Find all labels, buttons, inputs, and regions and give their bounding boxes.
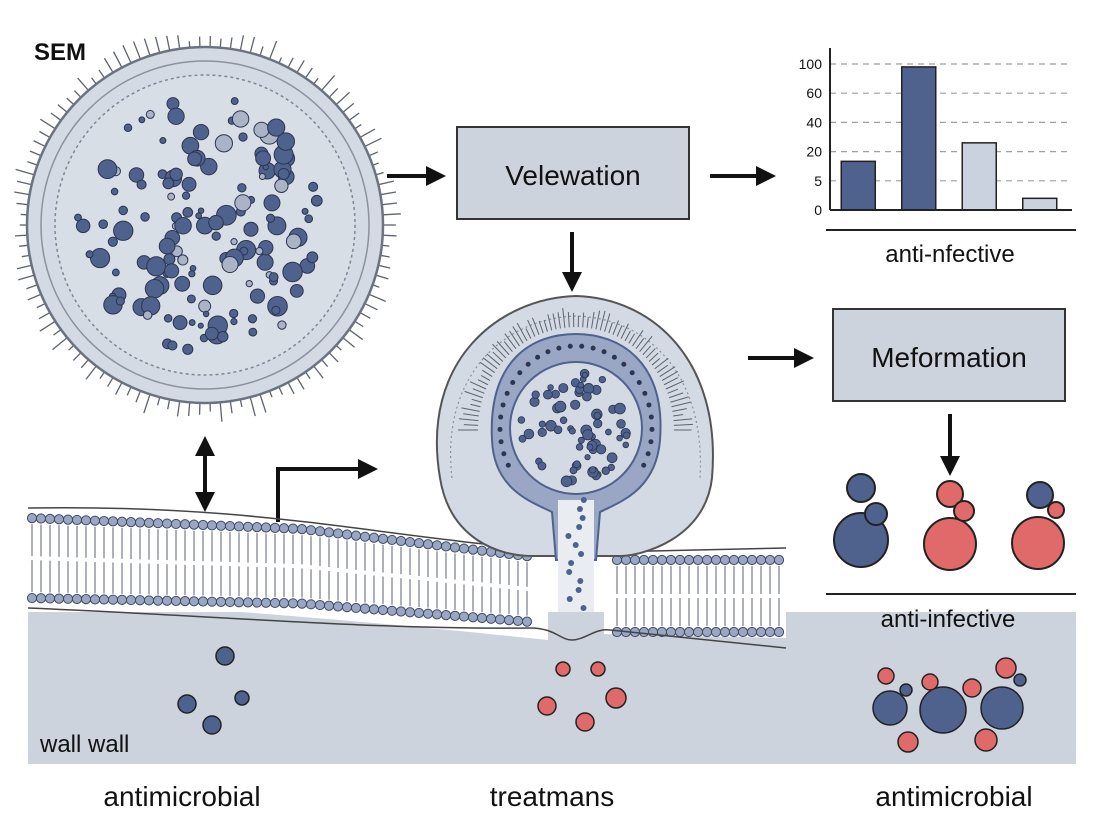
left-particles xyxy=(177,646,250,735)
vesicle-contents xyxy=(497,343,655,611)
chart-bar xyxy=(961,142,997,211)
chart-ytick-label: 100 xyxy=(799,56,823,72)
sem-cell xyxy=(14,35,401,422)
center-particles xyxy=(537,661,627,732)
chart-ytick-label: 20 xyxy=(806,144,822,160)
bar-chart: 0 5 20 40 60 100 anti-nfective xyxy=(799,48,1076,268)
chart-ytick-label: 40 xyxy=(806,114,822,130)
chart-caption: anti-nfective xyxy=(885,241,1014,268)
molecule-coral xyxy=(923,480,977,571)
molecule-group: anti-infective xyxy=(826,473,1076,633)
chart-ytick-label: 0 xyxy=(814,202,822,218)
right-particles xyxy=(872,657,1027,753)
molecule-mixed xyxy=(1011,481,1065,570)
meformation-box: Meformation xyxy=(832,308,1066,402)
cell-vesicles xyxy=(74,97,323,355)
chart-bar xyxy=(840,160,876,211)
extracellular-panel xyxy=(28,612,1076,764)
elbow-arrow xyxy=(276,459,378,522)
molecules-caption: anti-infective xyxy=(881,606,1016,633)
caption-treatmans: treatmans xyxy=(490,781,615,812)
chart-bar xyxy=(1022,197,1058,211)
chart-yticks: 0 5 20 40 60 100 xyxy=(799,56,823,218)
sem-label: SEM xyxy=(34,39,86,66)
meformation-label: Meformation xyxy=(871,342,1027,373)
wall-label: wall wall xyxy=(39,731,129,758)
vesicle-fringe xyxy=(458,307,693,431)
lipid-bilayer xyxy=(26,506,787,649)
molecule-navy xyxy=(833,473,889,568)
caption-antimicrobial-right: antimicrobial xyxy=(875,781,1032,812)
velewation-label: Velewation xyxy=(505,160,640,191)
phospholipids xyxy=(26,513,785,638)
chart-ytick-label: 5 xyxy=(814,173,822,189)
budding-vesicle xyxy=(435,294,714,612)
chart-bar xyxy=(901,66,937,211)
caption-antimicrobial-left: antimicrobial xyxy=(103,781,260,812)
flow-arrows xyxy=(195,166,960,522)
chart-gridlines xyxy=(830,63,1072,182)
chart-bars xyxy=(840,66,1058,211)
velewation-box: Velewation xyxy=(456,126,690,220)
chart-ytick-label: 60 xyxy=(806,85,822,101)
